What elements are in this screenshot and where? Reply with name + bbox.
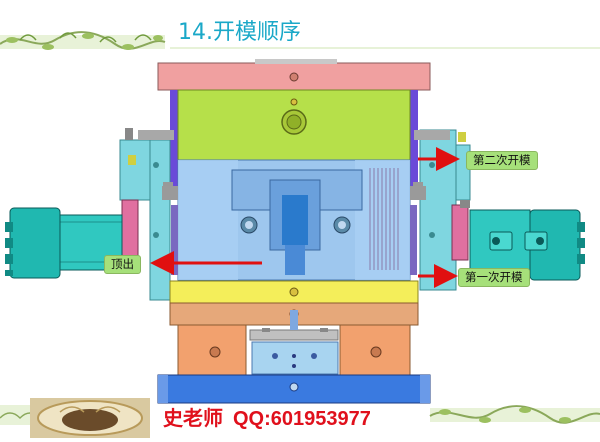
mold-assembly [5, 59, 585, 404]
footer-text: 史老师 QQ:601953977 [163, 402, 371, 431]
locating-ring [255, 59, 337, 64]
top-left-vine-decoration [0, 31, 166, 50]
ejector-plate [251, 341, 339, 375]
label-second-open: 第二次开模 [466, 151, 538, 170]
label-ejection: 顶出 [104, 255, 141, 274]
label-first-open: 第一次开模 [458, 268, 530, 287]
teacher-name: 史老师 [163, 408, 223, 430]
bottom-left-ornament [0, 398, 150, 438]
bottom-right-vine-decoration [429, 405, 600, 424]
slide-title: 14.开模顺序 [178, 20, 301, 45]
qq-number: QQ:601953977 [233, 408, 371, 430]
right-hydraulic-cylinder [469, 209, 585, 281]
